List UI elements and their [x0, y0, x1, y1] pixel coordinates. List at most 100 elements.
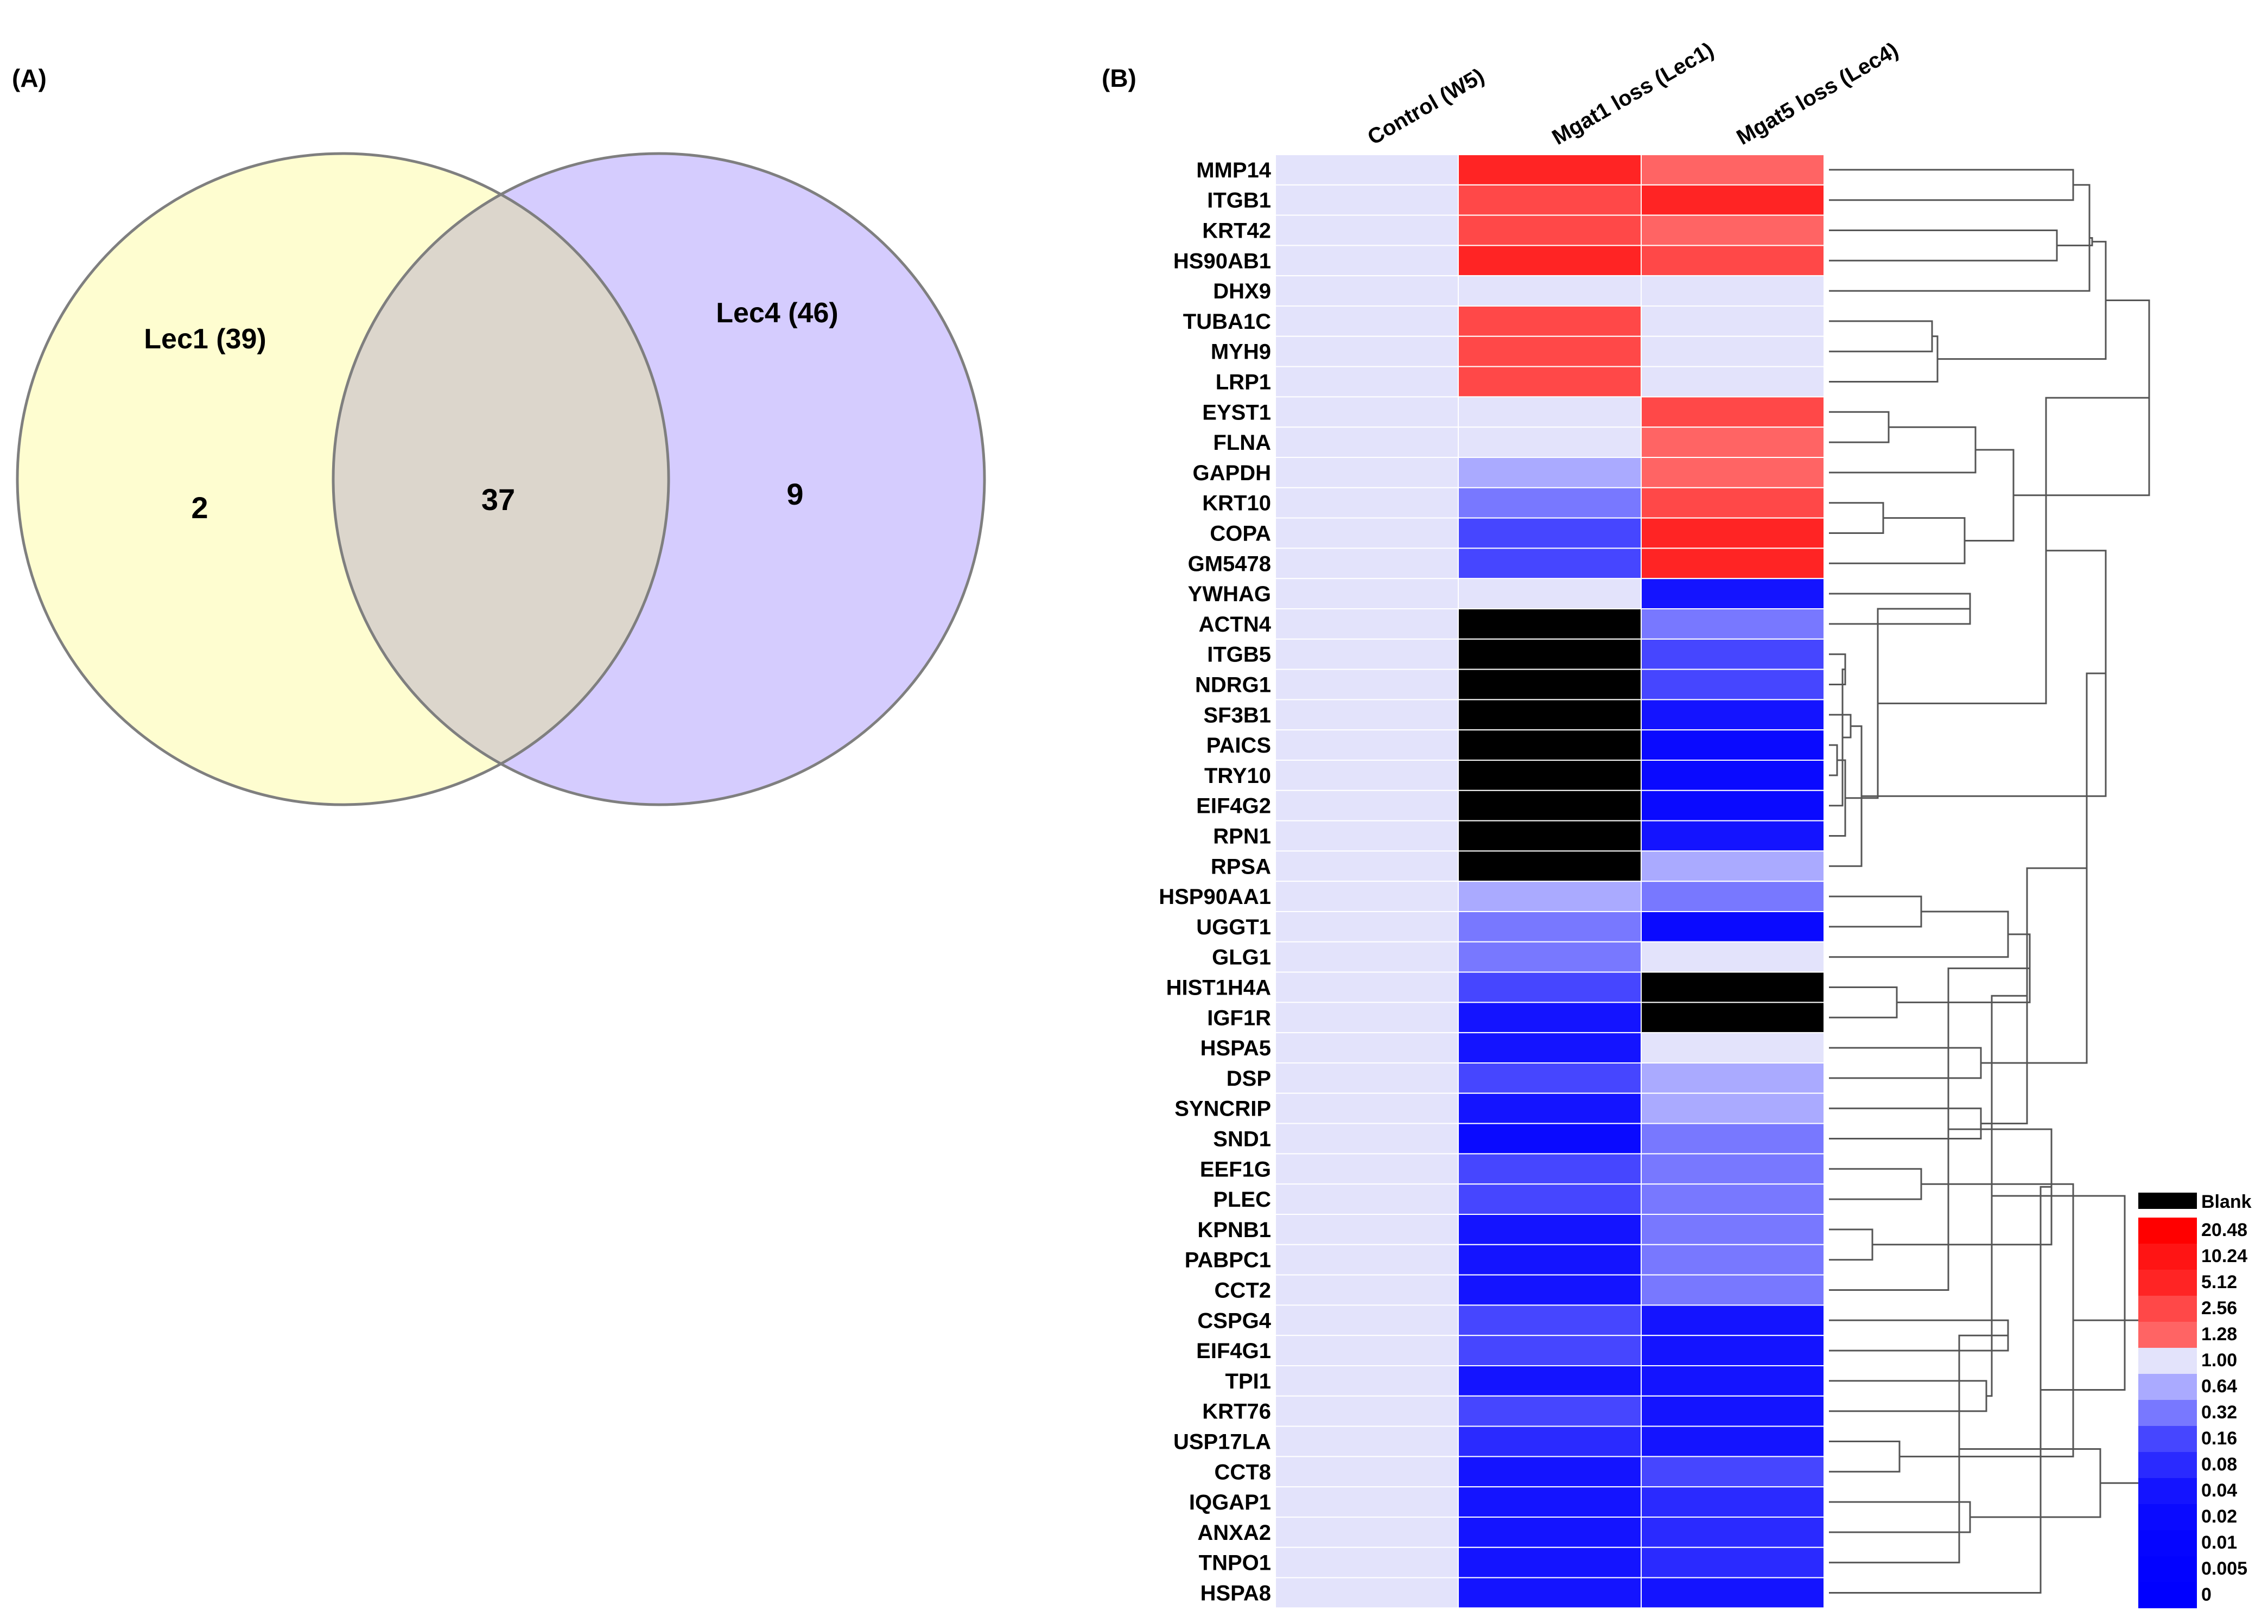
gene-label: ANXA2: [1197, 1521, 1271, 1545]
heatmap-cell: [1458, 820, 1642, 852]
dendrogram-branch: [1829, 1107, 1982, 1139]
heatmap-cell: [1641, 305, 1825, 337]
heatmap: [1275, 154, 1825, 1609]
heatmap-cell: [1641, 1244, 1825, 1276]
heatmap-cell: [1458, 1335, 1642, 1366]
dendrogram-branch: [1829, 426, 1977, 474]
heatmap-cell: [1275, 426, 1459, 458]
heatmap-cell: [1458, 1486, 1642, 1518]
venn-outline-lec4: [332, 152, 986, 806]
heatmap-cell: [1641, 820, 1825, 852]
heatmap-cell: [1458, 245, 1642, 277]
heatmap-cell: [1275, 699, 1459, 731]
column-label: Mgat5 loss (Lec4): [1733, 38, 1903, 150]
heatmap-cell: [1275, 941, 1459, 973]
gene-label: FLNA: [1213, 431, 1271, 455]
heatmap-cell: [1641, 1517, 1825, 1548]
heatmap-cell: [1641, 154, 1825, 186]
heatmap-cell: [1458, 1546, 1642, 1578]
legend-swatch: [2138, 1374, 2197, 1400]
gene-label: ITGB5: [1207, 643, 1271, 667]
gene-label: GAPDH: [1193, 461, 1271, 485]
gene-label: TNPO1: [1199, 1551, 1271, 1575]
gene-label: KRT42: [1202, 219, 1271, 243]
gene-label: USP17LA: [1173, 1430, 1271, 1454]
heatmap-cell: [1275, 1274, 1459, 1306]
heatmap-cell: [1275, 1517, 1459, 1548]
heatmap-cell: [1641, 1304, 1825, 1336]
dendrogram-branch: [1878, 397, 2149, 704]
heatmap-cell: [1641, 1577, 1825, 1609]
heatmap-cell: [1458, 547, 1642, 579]
dendrogram-branch: [1829, 411, 1890, 443]
heatmap-cell: [1275, 1032, 1459, 1063]
dendrogram-branch: [1965, 449, 2015, 542]
heatmap-cell: [1275, 245, 1459, 277]
heatmap-cell: [1641, 1032, 1825, 1063]
heatmap-cell: [1458, 911, 1642, 942]
heatmap-cell: [1641, 517, 1825, 549]
gene-label: EIF4G1: [1196, 1339, 1271, 1363]
gene-label: KRT10: [1202, 492, 1271, 515]
dendrogram-branch: [1829, 169, 2074, 201]
heatmap-cell: [1458, 1517, 1642, 1548]
gene-label: IQGAP1: [1189, 1491, 1271, 1514]
heatmap-cell: [1458, 1032, 1642, 1063]
dendrogram-branch: [2073, 1319, 2142, 1484]
legend-label: 0.01: [2201, 1532, 2237, 1553]
heatmap-cell: [1641, 1153, 1825, 1185]
heatmap-cell: [1641, 578, 1825, 609]
heatmap-cell: [1458, 1153, 1642, 1185]
legend-swatch: [2138, 1582, 2197, 1608]
heatmap-cell: [1275, 396, 1459, 428]
heatmap-cell: [1458, 1183, 1642, 1215]
gene-label: LRP1: [1216, 371, 1271, 394]
gene-label: EIF4G2: [1196, 794, 1271, 818]
heatmap-cell: [1458, 1244, 1642, 1276]
gene-label: ACTN4: [1199, 613, 1272, 636]
heatmap-cell: [1458, 971, 1642, 1003]
dendrogram-branch: [1992, 1195, 2126, 1391]
heatmap-cell: [1275, 1153, 1459, 1185]
heatmap-cell: [1275, 1214, 1459, 1245]
heatmap-cell: [1458, 396, 1642, 428]
heatmap-cell: [1458, 426, 1642, 458]
legend-swatch: [2138, 1244, 2197, 1270]
gene-label: PLEC: [1213, 1188, 1271, 1212]
gene-label: CCT8: [1215, 1460, 1271, 1484]
gene-label: IGF1R: [1207, 1006, 1271, 1030]
dendrogram-branch: [1829, 744, 1838, 776]
heatmap-cell: [1458, 699, 1642, 731]
heatmap-cell: [1275, 366, 1459, 398]
heatmap-cell: [1458, 638, 1642, 670]
legend-label: 1.00: [2201, 1350, 2237, 1371]
heatmap-cell: [1275, 1304, 1459, 1336]
heatmap-cell: [1641, 184, 1825, 216]
dendrogram-branch: [1829, 986, 1898, 1018]
heatmap-cell: [1275, 154, 1459, 186]
dendrogram-branch: [1872, 1128, 2053, 1246]
heatmap-cell: [1641, 1002, 1825, 1034]
legend-swatch: [2138, 1426, 2197, 1452]
heatmap-cell: [1641, 214, 1825, 246]
legend-swatch: [2138, 1296, 2197, 1322]
gene-label: RPN1: [1213, 825, 1271, 849]
heatmap-cell: [1458, 1425, 1642, 1457]
heatmap-cell: [1641, 1546, 1825, 1578]
heatmap-cell: [1458, 941, 1642, 973]
heatmap-cell: [1641, 1214, 1825, 1245]
gene-label: GLG1: [1212, 946, 1271, 970]
gene-label: EEF1G: [1200, 1157, 1271, 1181]
dendrogram-branch: [1829, 1441, 1901, 1473]
dendrogram-branch: [1959, 1448, 2101, 1518]
heatmap-cell: [1275, 881, 1459, 912]
heatmap-cell: [1458, 850, 1642, 882]
dendrogram-branch: [1937, 240, 2107, 360]
heatmap-cell: [1275, 1123, 1459, 1155]
dendrogram-branch: [1829, 1047, 1982, 1079]
heatmap-cell: [1275, 1425, 1459, 1457]
gene-label: UGGT1: [1196, 915, 1271, 939]
heatmap-cell: [1275, 911, 1459, 942]
color-legend: Blank20.4810.245.122.561.281.000.640.320…: [2138, 1192, 2252, 1608]
venn-label-lec4: Lec4 (46): [716, 297, 838, 329]
